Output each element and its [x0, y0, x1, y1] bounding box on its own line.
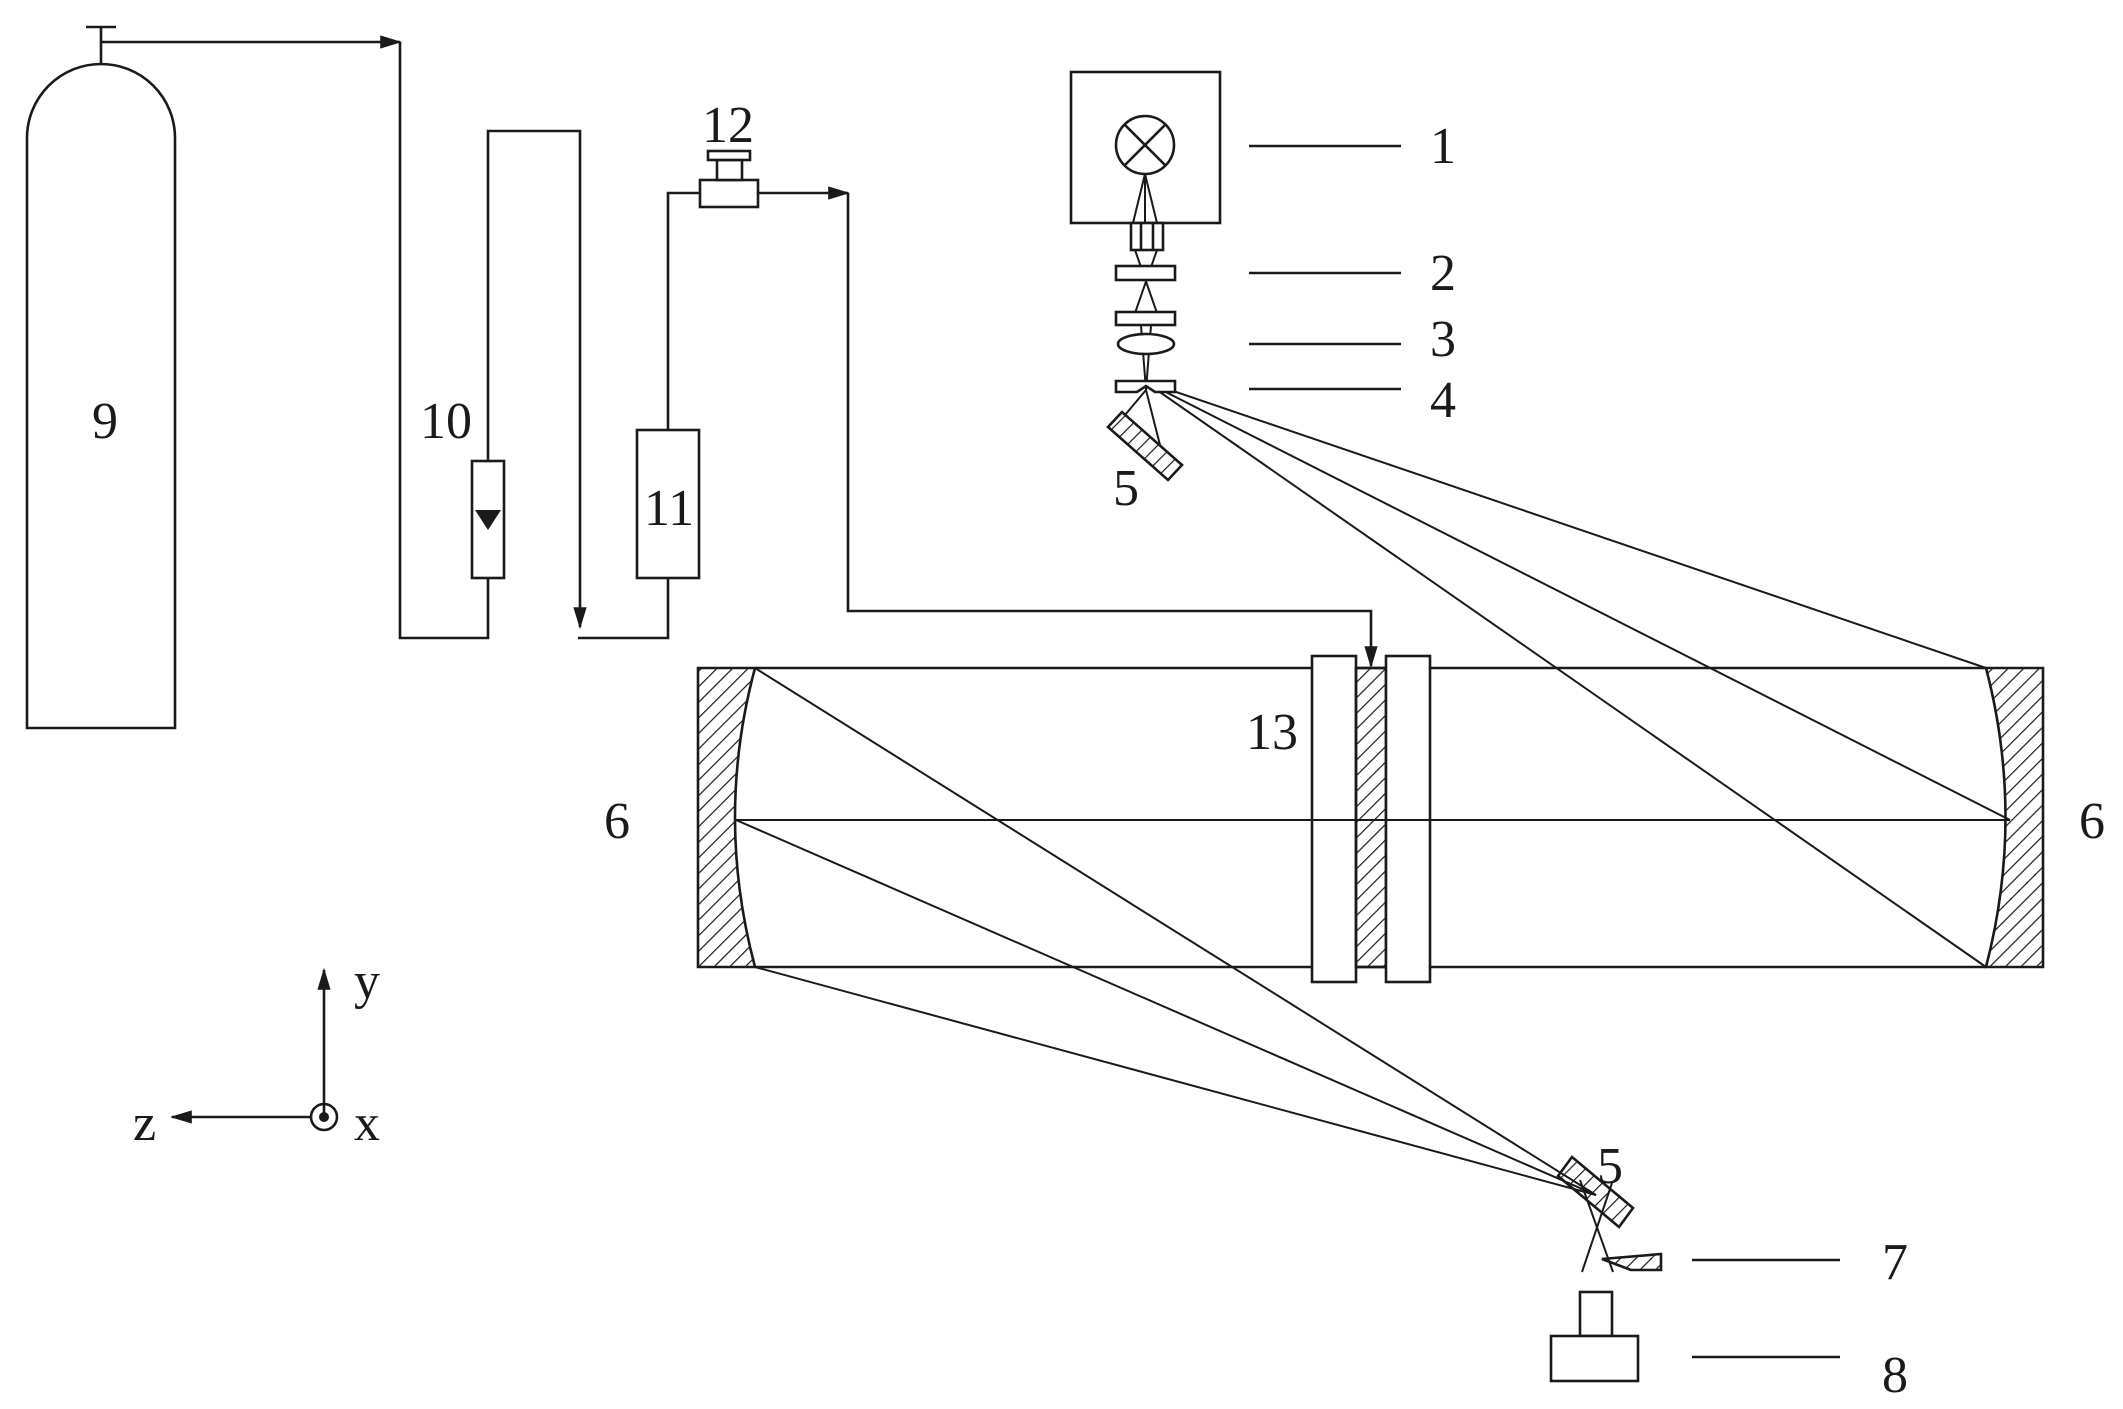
coordinate-axes [169, 967, 339, 1132]
concave-mirror-6-left [696, 666, 757, 969]
optical-beam-paths [735, 380, 2011, 1273]
label-leader-lines [1249, 144, 1840, 1359]
concave-mirror-6-right [1984, 666, 2045, 969]
label-2: 2 [1430, 245, 1456, 302]
detector-8 [1549, 1290, 1640, 1383]
component-11 [635, 428, 701, 580]
plane-mirror-5-top [1106, 410, 1184, 482]
label-12: 12 [702, 97, 754, 154]
label-5-bottom: 5 [1597, 1138, 1623, 1195]
plane-mirror-5-bottom [1556, 1155, 1635, 1229]
gas-cylinder-9 [25, 25, 177, 730]
label-6-right: 6 [2079, 793, 2105, 850]
label-13: 13 [1246, 704, 1298, 761]
label-3: 3 [1430, 311, 1456, 368]
label-1: 1 [1430, 118, 1456, 175]
lens-3 [1114, 310, 1177, 356]
flowmeter-10 [470, 459, 506, 580]
light-source-1 [1069, 70, 1222, 252]
label-4: 4 [1430, 372, 1456, 429]
element-7 [1601, 1252, 1663, 1272]
label-5-top: 5 [1113, 460, 1139, 517]
gas-pipeline [101, 35, 1378, 669]
filter-2 [1114, 264, 1177, 282]
labels: 1 2 3 4 5 5 6 6 7 8 9 10 11 12 13 y z x [92, 97, 2105, 1404]
label-10: 10 [420, 393, 472, 450]
label-8: 8 [1882, 1347, 1908, 1404]
label-11: 11 [644, 480, 694, 537]
axis-y-label: y [354, 953, 380, 1010]
label-9: 9 [92, 393, 118, 450]
axis-z-label: z [133, 1095, 156, 1152]
axis-x-label: x [354, 1095, 380, 1152]
valve-12 [698, 149, 760, 209]
label-7: 7 [1882, 1234, 1908, 1291]
aperture-4 [1114, 379, 1177, 394]
label-6-left: 6 [604, 793, 630, 850]
